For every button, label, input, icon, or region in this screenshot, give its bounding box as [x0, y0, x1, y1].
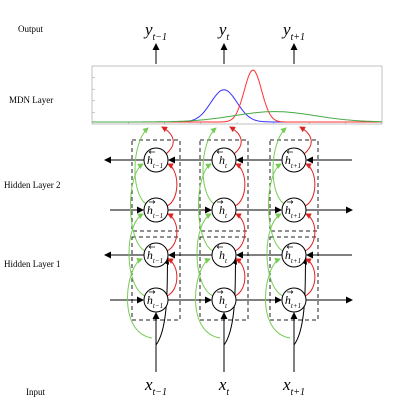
skip-arrow	[268, 163, 284, 252]
skip-to-mdn-arrow	[202, 127, 217, 205]
direction-accent-head	[220, 200, 224, 204]
hidden-node	[143, 287, 169, 313]
to-mdn-arrow	[229, 126, 242, 155]
upward-connection-arrow	[234, 258, 246, 297]
hidden-layer-1-label: Hidden Layer 1	[4, 259, 61, 269]
hidden-node	[211, 287, 237, 313]
hidden-node-label: ht	[219, 293, 228, 310]
input-symbol: xt	[218, 375, 230, 398]
upward-connection-arrow	[304, 213, 316, 252]
skip-arrow	[195, 257, 221, 339]
direction-accent-head	[216, 150, 220, 154]
hidden-node-label: ht	[219, 248, 228, 265]
hidden-node-label: ht−1	[147, 203, 163, 220]
output-symbol: yt−1	[143, 20, 167, 43]
hidden-node-label: ht−1	[147, 248, 163, 265]
mdn-plot-frame	[91, 65, 383, 125]
direction-accent-head	[290, 290, 294, 294]
direction-accent-head	[152, 290, 156, 294]
hidden-node-label: ht	[219, 203, 228, 220]
upward-connection-arrow	[166, 163, 178, 207]
direction-accent-head	[286, 245, 290, 249]
to-mdn-arrow	[161, 126, 174, 155]
hidden-node	[281, 287, 307, 313]
input-symbol: xt−1	[144, 375, 167, 398]
upward-connection-arrow	[166, 258, 178, 297]
hidden-node	[281, 147, 307, 173]
skip-arrow	[266, 213, 284, 297]
output-symbol: yt+1	[281, 20, 305, 43]
output-label: Output	[18, 24, 44, 34]
hidden-node	[281, 242, 307, 268]
hidden-node-label: ht+1	[285, 248, 301, 265]
hidden-node	[143, 147, 169, 173]
skip-to-mdn-arrow	[272, 127, 287, 205]
hidden-node	[143, 242, 169, 268]
skip-to-mdn-arrow	[134, 127, 149, 205]
mdn-density-curve-3	[92, 111, 382, 123]
upward-connection-arrow	[304, 163, 316, 207]
hidden-layer-2-label: Hidden Layer 2	[4, 180, 61, 190]
skip-arrow	[198, 163, 214, 252]
direction-accent-head	[290, 200, 294, 204]
upward-connection-arrow	[234, 163, 246, 207]
hidden-node-label: ht+1	[285, 203, 301, 220]
direction-accent-head	[220, 290, 224, 294]
skip-arrow	[128, 213, 146, 297]
skip-arrow	[196, 213, 214, 297]
hidden-node-label: ht	[219, 153, 228, 170]
hidden-node-label: ht−1	[147, 293, 163, 310]
skip-arrow	[130, 163, 146, 252]
hidden-node-label: ht+1	[285, 293, 301, 310]
direction-accent-head	[286, 150, 290, 154]
to-mdn-arrow	[299, 126, 312, 155]
hidden-node-label: ht+1	[285, 153, 301, 170]
hidden-node-label: ht−1	[147, 153, 163, 170]
direction-accent-head	[152, 200, 156, 204]
direction-accent-head	[148, 150, 152, 154]
hidden-node	[211, 242, 237, 268]
input-symbol: xt+1	[282, 375, 305, 398]
upward-connection-arrow	[304, 258, 316, 297]
hidden-node	[143, 197, 169, 223]
direction-accent-head	[216, 245, 220, 249]
upward-connection-arrow	[166, 213, 178, 252]
mdn-layer-label: MDN Layer	[9, 95, 54, 105]
hidden-node	[211, 197, 237, 223]
skip-arrow	[265, 257, 291, 339]
upward-connection-arrow	[234, 213, 246, 252]
direction-accent-head	[148, 245, 152, 249]
skip-arrow	[127, 257, 153, 339]
hidden-node	[281, 197, 307, 223]
hidden-node	[211, 147, 237, 173]
input-label: Input	[26, 387, 45, 397]
output-symbol: yt	[217, 20, 230, 43]
